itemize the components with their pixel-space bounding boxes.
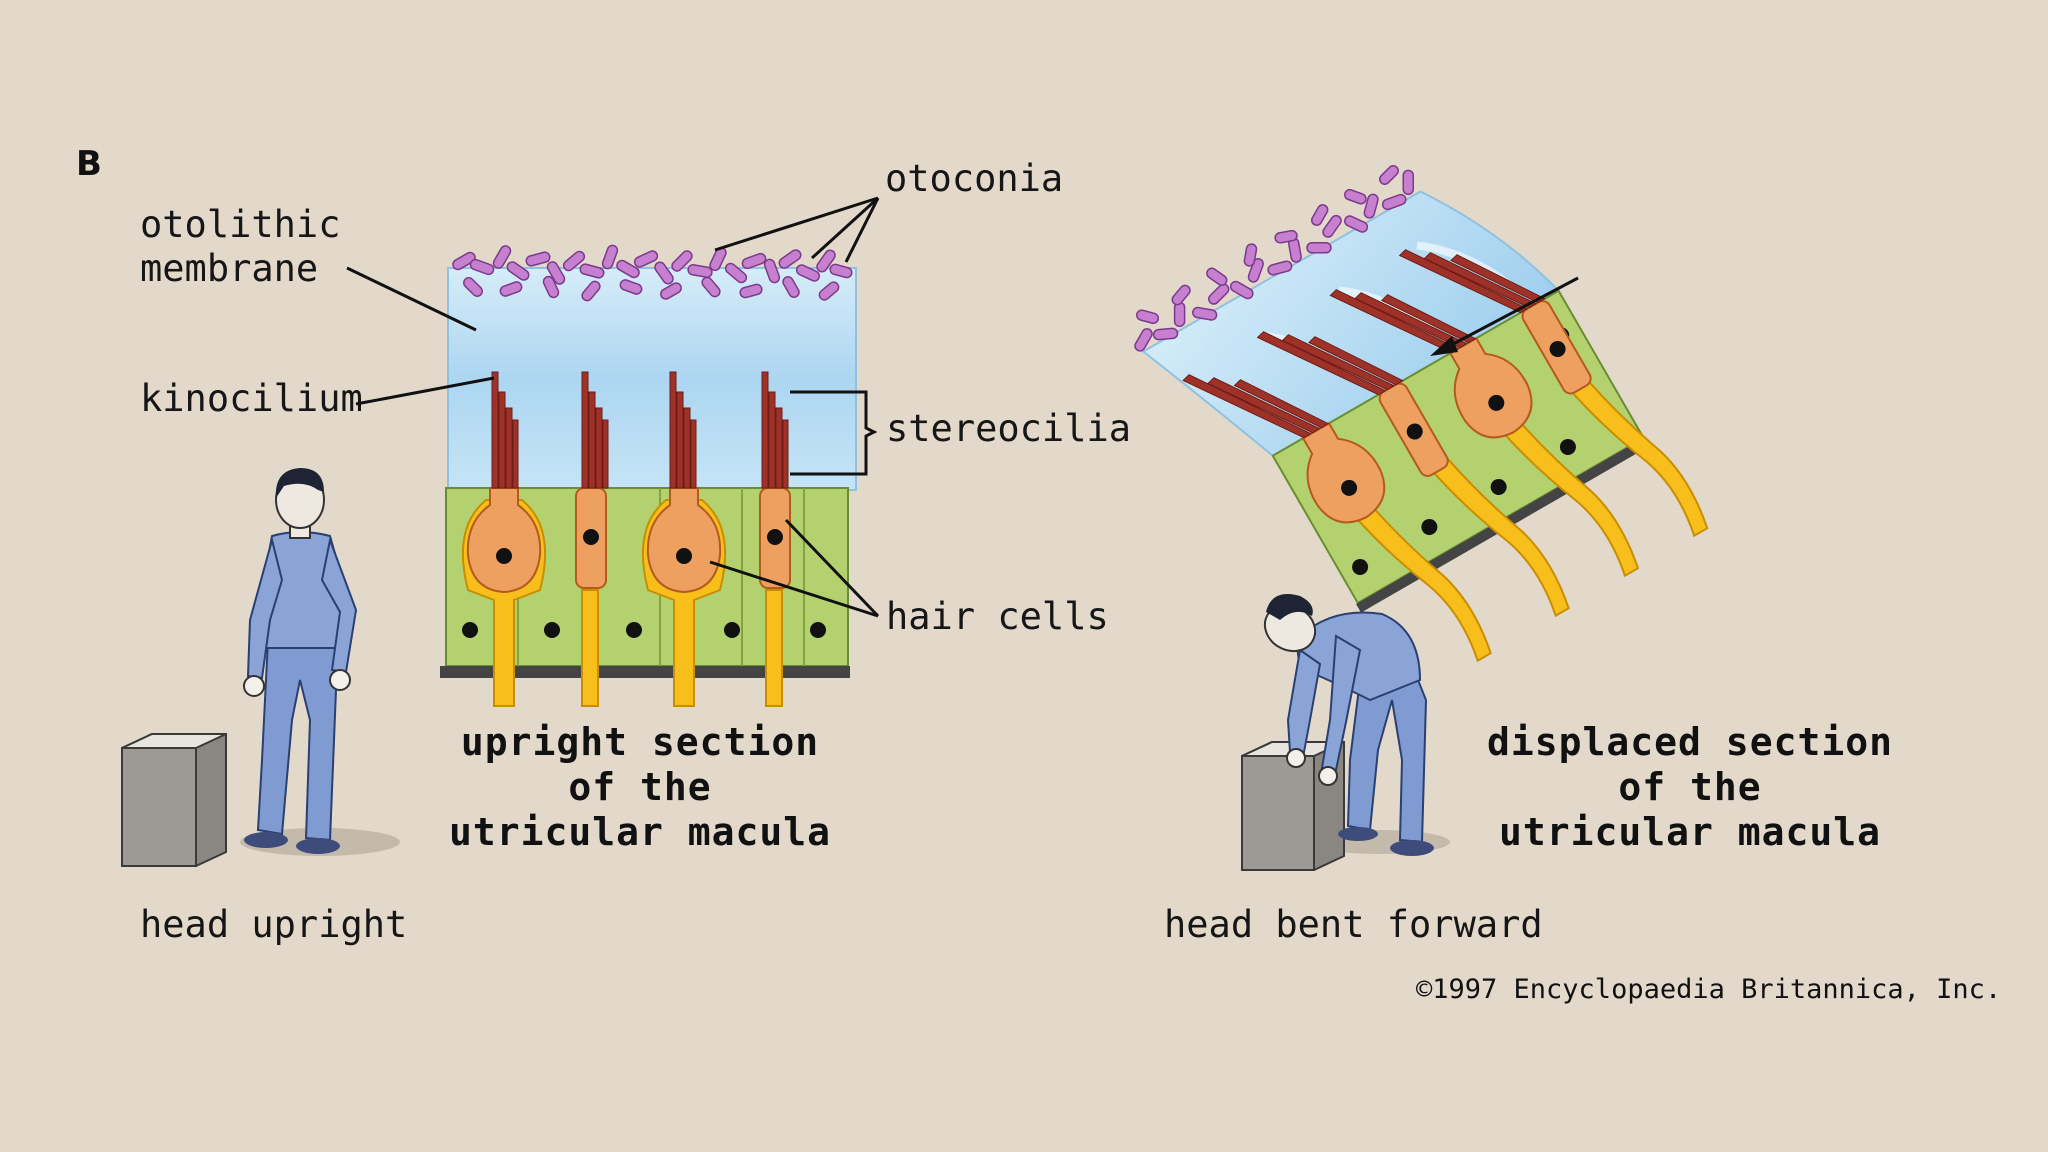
label-stereocilia: stereocilia — [886, 407, 1132, 450]
stereocilia-bundle — [761, 371, 789, 489]
stereocilia-bundle — [669, 371, 697, 489]
caption-upright-line1: upright section — [460, 720, 820, 764]
stereocilia-bracket — [790, 390, 878, 476]
label-kinocilium: kinocilium — [140, 377, 363, 420]
caption-upright-line3: utricular macula — [448, 809, 832, 854]
displacement-arrow — [1430, 276, 1579, 356]
nerve-fiber — [1428, 457, 1570, 618]
label-otolithic-membrane-line1: otolithic — [140, 203, 341, 246]
stereocilia-bundle-bent — [1398, 249, 1546, 314]
nerve-fiber — [1498, 417, 1640, 578]
caption-displaced-line2: of the — [1618, 764, 1762, 809]
label-otolithic-membrane-line2: membrane — [140, 247, 319, 290]
nerve-fiber — [581, 589, 599, 707]
upright-section — [440, 244, 857, 707]
nerve-fiber — [1350, 502, 1492, 663]
hair-cell-type-1 — [466, 487, 542, 594]
stereocilia-bundle — [581, 371, 609, 489]
panel-letter: B — [76, 144, 102, 184]
caption-displaced-section: displaced section of the utricular macul… — [1460, 720, 1920, 854]
basement-membrane-upright — [440, 666, 850, 678]
otoconia-displaced — [1134, 165, 1414, 352]
stereocilia-bundle-bent — [1329, 289, 1477, 354]
hair-cell-type-1 — [1448, 336, 1533, 439]
label-head-bent-forward: head bent forward — [1164, 903, 1543, 946]
caption-displaced-line1: displaced section — [1487, 720, 1893, 764]
caption-displaced-line3: utricular macula — [1498, 809, 1882, 854]
caption-upright-line2: of the — [568, 764, 712, 809]
hair-cell-type-1 — [646, 487, 722, 594]
label-otoconia: otoconia — [885, 157, 1064, 200]
displaced-section — [1134, 165, 1709, 663]
person-standing-upright — [121, 468, 400, 867]
stereocilia-bundle-bent — [1256, 331, 1404, 396]
stereocilia-bundle — [491, 371, 519, 489]
label-head-upright: head upright — [140, 903, 408, 946]
person-bent-forward — [1241, 594, 1450, 871]
caption-upright-section: upright section of the utricular macula — [420, 720, 860, 854]
leader-lines — [346, 196, 880, 618]
nerve-fiber — [1567, 377, 1709, 538]
nerve-fiber — [765, 589, 783, 707]
otoconia-upright — [452, 244, 853, 302]
stereocilia-bundle-bent — [1182, 374, 1330, 439]
label-hair-cells: hair cells — [886, 595, 1109, 638]
copyright-notice: ©1997 Encyclopaedia Britannica, Inc. — [1416, 974, 2002, 1005]
hair-cell-type-1 — [1301, 421, 1386, 524]
